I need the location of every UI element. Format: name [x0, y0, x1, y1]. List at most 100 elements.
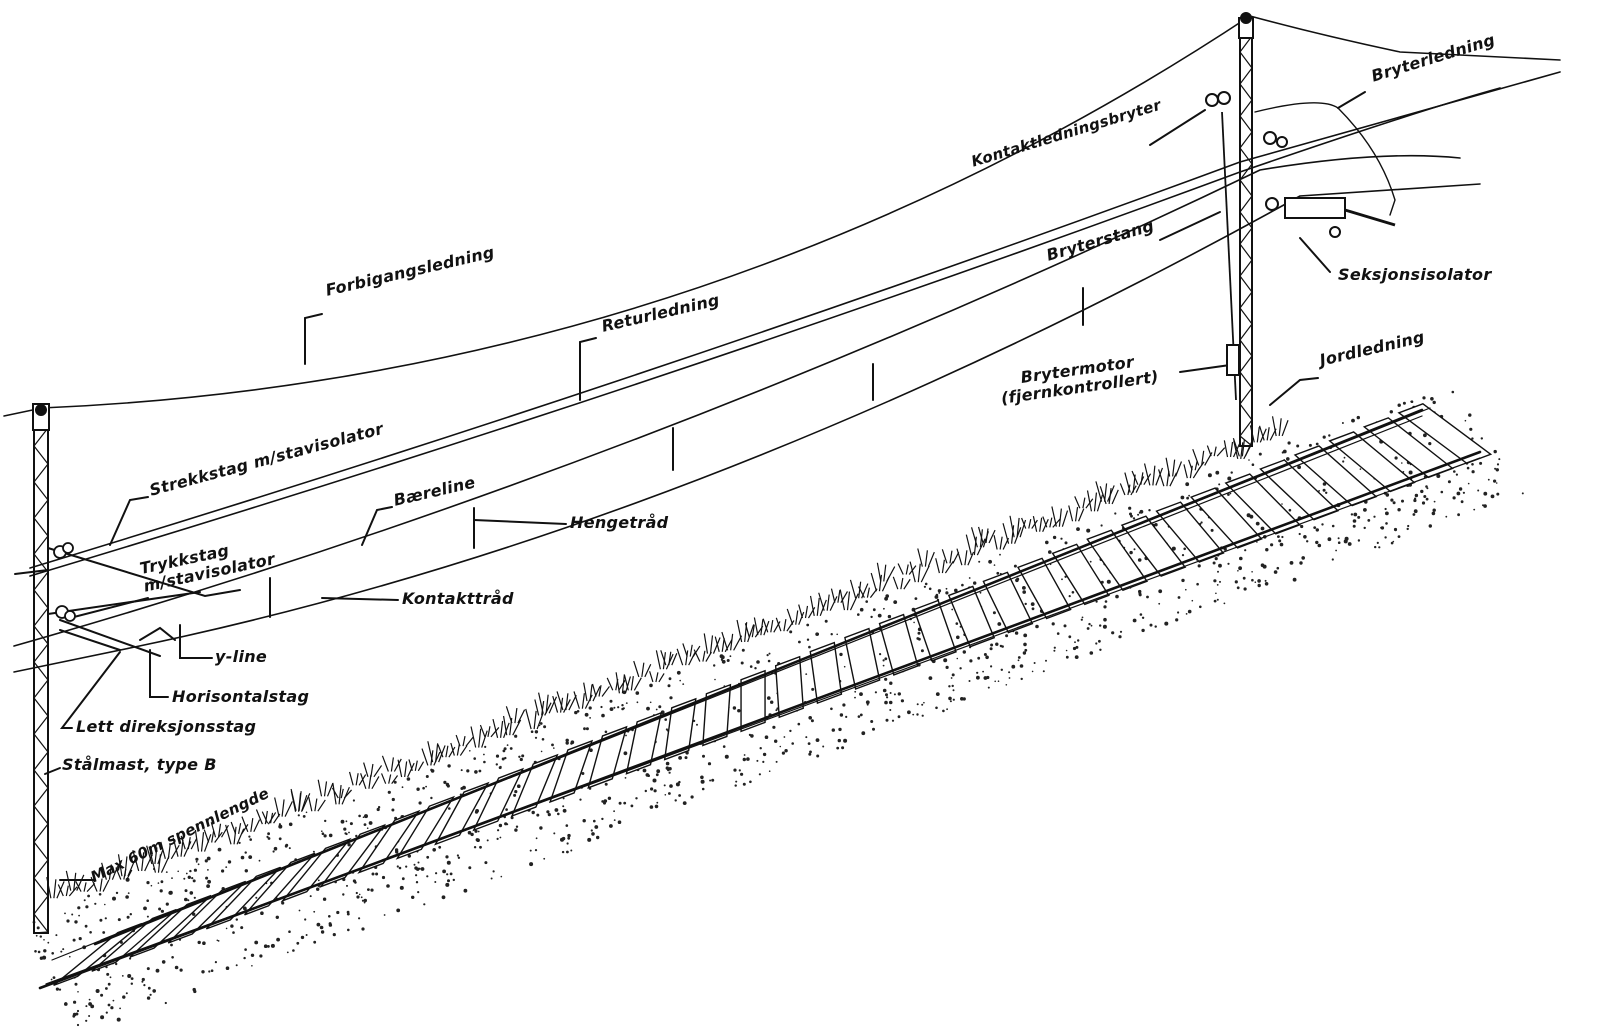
ballast-dot [460, 787, 464, 790]
ballast-dot [1227, 476, 1232, 481]
ballast-dot [160, 880, 164, 884]
ballast-dot [1191, 599, 1194, 602]
ballast-dot [1436, 474, 1441, 478]
ballast-dot [737, 709, 741, 713]
ballast-dot [534, 736, 538, 739]
ballast-dot [160, 909, 164, 913]
brytermotor-box [1226, 344, 1240, 376]
ballast-dot [1276, 566, 1280, 570]
mast-lattice-bar [1239, 51, 1253, 69]
ballast-dot [320, 930, 325, 934]
ballast-dot [721, 659, 726, 664]
ballast-dot [1215, 470, 1220, 475]
grass-tuft [830, 588, 848, 604]
ballast-dot [1016, 577, 1020, 581]
ballast-dot [653, 789, 657, 793]
ballast-dot [530, 730, 534, 733]
ballast-dot [1297, 465, 1301, 470]
ballast-dot [1282, 449, 1287, 454]
ballast-dot [321, 830, 323, 832]
ballast-dot [830, 707, 833, 711]
ballast-dot [441, 895, 446, 900]
ballast-dot [700, 779, 705, 784]
ballast-dot [418, 801, 422, 805]
ballast-dot [1401, 462, 1403, 464]
ballast-dot [376, 807, 380, 812]
ballast-dot [562, 797, 565, 800]
ballast-dot [854, 696, 856, 699]
ballast-dot [1086, 627, 1090, 630]
ballast-dot [654, 804, 659, 809]
ballast-dot [1390, 498, 1394, 502]
ballast-dot [879, 653, 882, 656]
ballast-dot [649, 701, 652, 704]
ballast-dot [754, 667, 757, 670]
ballast-dot [122, 995, 126, 999]
ballast-dot [596, 835, 600, 840]
ballast-dot [1023, 633, 1028, 638]
ballast-dot [923, 585, 927, 588]
ballast-dot [889, 681, 893, 685]
ballast-dot [371, 872, 375, 876]
ballast-dot [968, 577, 971, 579]
ballast-dot [117, 918, 121, 922]
ballast-dot [665, 766, 669, 770]
grass-tuft [427, 741, 446, 763]
lett-direksjonsstag [59, 629, 121, 651]
ballast-dot [104, 903, 106, 906]
ballast-dot [164, 1001, 167, 1005]
ballast-dot [1278, 539, 1282, 543]
ballast-dot [882, 659, 885, 662]
ballast-dot [207, 869, 209, 871]
trykkstag-arm [47, 591, 201, 615]
ballast-dot [367, 888, 370, 891]
ballast-dot [288, 847, 291, 850]
grass-tuft [965, 534, 986, 556]
ballast-dot [1410, 400, 1413, 403]
ballast-dot [1146, 595, 1149, 599]
ballast-dot [377, 806, 381, 809]
ballast-dot [483, 760, 486, 764]
ballast-dot [64, 1002, 68, 1006]
ballast-dot [1351, 418, 1355, 423]
ballast-dot [1081, 616, 1084, 619]
mast-lattice-bar [33, 805, 49, 825]
ballast-dot [474, 810, 479, 814]
ballast-dot [1490, 494, 1495, 499]
ballast-dot [764, 735, 769, 739]
ballast-dot [707, 762, 712, 766]
ballast-dot [551, 743, 554, 747]
ballast-dot [1022, 586, 1026, 590]
ballast-dot [266, 835, 269, 839]
ballast-dot [1243, 587, 1247, 591]
ballast-dot [146, 996, 151, 1000]
ballast-dot [893, 693, 896, 696]
ballast-dot [954, 588, 958, 593]
ballast-dot [935, 692, 940, 696]
ballast-dot [248, 855, 253, 859]
mast-lattice-bar [33, 697, 49, 717]
ballast-dot [1088, 622, 1091, 626]
ballast-dot [345, 832, 348, 836]
ballast-dot [1423, 495, 1427, 498]
track-sleeper [167, 880, 247, 944]
ballast-dot [1378, 546, 1381, 549]
ballast-dot [921, 703, 924, 706]
ballast-dot [1341, 422, 1344, 424]
ballast-dot [206, 856, 211, 861]
track-sleeper [318, 823, 387, 889]
ballast-dot [273, 846, 278, 851]
grass-tuft [1095, 481, 1115, 502]
ballast-dot [1207, 473, 1212, 478]
grass-tuft [525, 708, 544, 730]
ballast-dot [1347, 542, 1352, 546]
grass-tufts [46, 416, 1289, 899]
ballast-dot [1397, 508, 1401, 512]
grass-tuft [591, 683, 610, 697]
ballast-dot [1008, 677, 1011, 679]
ballast-dot [1129, 550, 1133, 555]
ballast-dot [1104, 600, 1108, 603]
ballast-dot [1175, 618, 1179, 622]
ballast-dot [317, 879, 320, 882]
ballast-dot [1089, 560, 1092, 563]
